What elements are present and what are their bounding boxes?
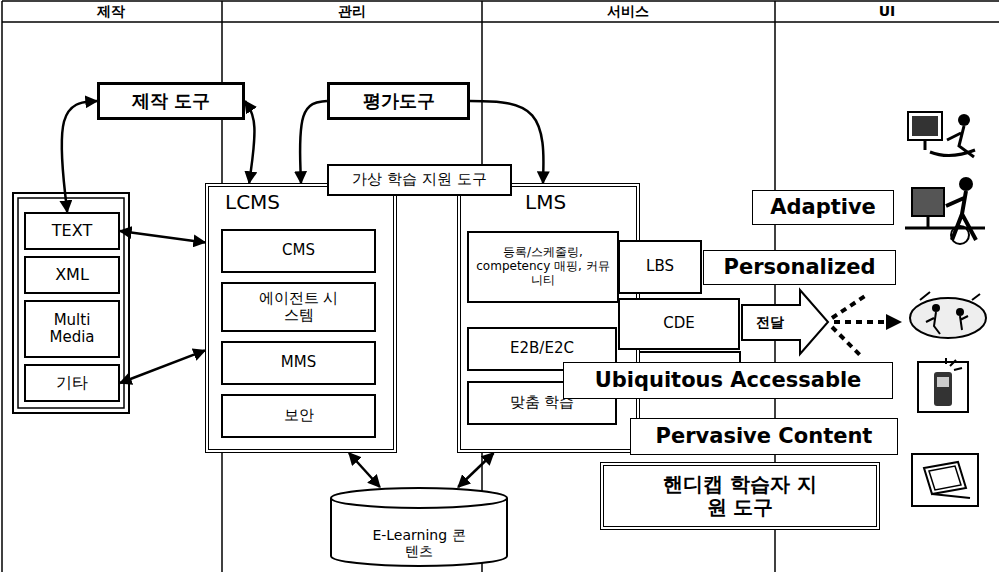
connector-arrow	[349, 453, 380, 487]
column-header: 관리	[338, 3, 366, 19]
node-text: E2B/E2C	[510, 340, 574, 357]
group-outline	[18, 198, 124, 408]
learner-icon	[905, 177, 985, 244]
connector-arrow	[300, 101, 327, 183]
node-text: Pervasive Content	[656, 424, 873, 448]
node-text: E-Learning 콘텐츠	[369, 527, 469, 559]
laptop-icon	[912, 454, 978, 506]
column-header: 제작	[97, 3, 125, 19]
format-box: XML	[24, 256, 120, 294]
node-text: Multi Media	[42, 312, 102, 347]
phone-icon	[918, 358, 968, 412]
node-text: MMS	[281, 354, 316, 371]
node-text: LCMS	[225, 191, 280, 214]
format-box: 기타	[24, 364, 120, 402]
feature-tag: Personalized	[703, 250, 896, 285]
node-text: TEXT	[52, 222, 92, 240]
tool-box: 가상 학습 지원 도구	[327, 164, 512, 196]
module-box: 에이전트 시스템	[221, 282, 376, 332]
format-box: Multi Media	[24, 300, 120, 358]
connector-arrow	[120, 231, 205, 242]
connector-arrow	[62, 101, 97, 212]
cylinder-top	[331, 488, 507, 508]
module-box: 보안	[221, 394, 376, 438]
node-text: 에이전트 시스템	[259, 290, 339, 325]
node-text: 가상 학습 지원 도구	[352, 171, 486, 188]
node-text: Adaptive	[770, 195, 876, 219]
node-text: 등록/스케줄링, competency 매핑, 커뮤니티	[475, 246, 611, 287]
module-box: CMS	[221, 229, 376, 273]
tool-box: 핸디캡 학습자 지원 도구	[600, 462, 880, 530]
beam-line	[832, 294, 868, 318]
service-box: LBS	[618, 240, 702, 294]
node-text: 기타	[56, 374, 88, 392]
node-text: LBS	[646, 258, 674, 275]
feature-tag: Ubiquitous Accessable	[563, 362, 893, 399]
feature-tag: Pervasive Content	[630, 418, 898, 455]
node-text: 평가도구	[363, 91, 435, 112]
group-outline	[13, 193, 129, 413]
module-box: 등록/스케줄링, competency 매핑, 커뮤니티	[467, 231, 619, 303]
node-text: 보안	[284, 407, 314, 424]
connector-arrow	[458, 453, 493, 487]
node-text: 제작 도구	[132, 91, 210, 112]
connector-arrow	[120, 350, 205, 383]
tool-box: 제작 도구	[97, 82, 245, 120]
format-box: TEXT	[24, 212, 120, 250]
column-header: 서비스	[607, 3, 649, 19]
learner-icon	[908, 112, 975, 157]
connector-arrow	[245, 101, 254, 183]
node-text: CDE	[663, 315, 695, 332]
node-text: LMS	[525, 191, 566, 214]
node-text: Personalized	[724, 255, 876, 279]
table-rule	[2, 0, 999, 2]
system-box: LCMS CMS 에이전트 시스템 MMS 보안	[205, 183, 397, 453]
arrow-label: 전달	[756, 314, 784, 330]
service-box: CDE	[618, 298, 740, 350]
module-box: MMS	[221, 341, 376, 385]
tool-box: 평가도구	[327, 82, 470, 120]
node-text: XML	[55, 266, 89, 284]
database-cylinder: E-Learning 콘텐츠	[330, 487, 508, 567]
beam-head	[886, 314, 902, 330]
feature-tag: Adaptive	[752, 190, 894, 225]
system-box: LMS등록/스케줄링, competency 매핑, 커뮤니티E2B/E2C맞춤…	[457, 183, 640, 453]
delivery-arrow	[742, 290, 828, 354]
mobile-scene-icon	[910, 292, 986, 338]
beam-line	[834, 320, 886, 324]
node-text: Ubiquitous Accessable	[595, 368, 862, 392]
column-header: UI	[879, 3, 896, 19]
beam-line	[832, 327, 860, 355]
node-text: CMS	[282, 242, 315, 259]
node-text: 핸디캡 학습자 지원 도구	[655, 473, 825, 519]
table-rule	[2, 21, 999, 23]
column-rule	[1, 1, 3, 572]
